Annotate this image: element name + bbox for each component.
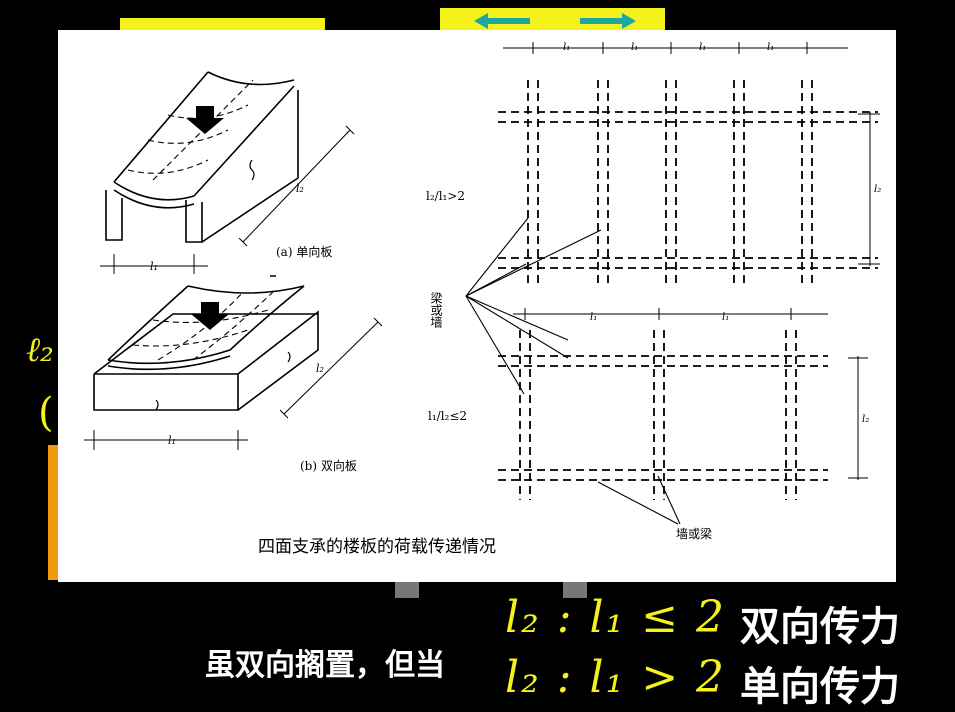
grid-top-l1-1: l₁: [563, 42, 570, 53]
load-arrow-b: [191, 302, 229, 330]
two-way-grid: [498, 330, 828, 500]
ratio-le-label: l₁/l₂≤2: [428, 409, 467, 423]
formula-two-way: l₂ : l₁ ≤ 2: [505, 592, 727, 643]
grid-top-l1-3: l₁: [699, 42, 706, 53]
grid-bottom-l1-1: l₁: [590, 312, 597, 323]
two-way-slab-drawing: [84, 285, 383, 450]
grid-top-l1-4: l₁: [767, 42, 774, 53]
double-arrow-icon: [474, 13, 636, 29]
dim-l1-a: l₁: [150, 260, 158, 273]
bottom-statement: 虽双向搁置，但当: [205, 648, 445, 683]
figure-caption: 四面支承的楼板的荷载传递情况: [258, 537, 496, 557]
dim-l2-b: l₂: [316, 362, 324, 375]
gray-stub-2: [563, 582, 587, 598]
dim-l1-b: l₁: [168, 434, 176, 447]
gray-stub-1: [395, 582, 419, 598]
result-two-way: 双向传力: [740, 604, 900, 650]
result-one-way: 单向传力: [740, 664, 900, 710]
two-way-grid-dims: [513, 308, 868, 480]
figure-panel: (a) 单向板 l₁ l₂: [58, 30, 896, 582]
dim-l2-a: l₂: [296, 182, 304, 195]
load-arrow-a: [186, 106, 224, 134]
one-way-grid-dims: [503, 42, 880, 266]
ratio-gt-label: l₂/l₁>2: [426, 189, 465, 203]
label-a: (a) 单向板: [276, 244, 332, 259]
grid-bottom-l2: l₂: [862, 414, 869, 425]
label-b: (b) 双向板: [300, 458, 357, 473]
yellow-italic-fragment: ℓ₂: [26, 330, 54, 370]
leader-lines: [465, 217, 681, 525]
beam-wall-label: 梁或墙: [429, 291, 443, 329]
one-way-grid: [498, 80, 878, 288]
one-way-slab-drawing: [100, 71, 355, 274]
wall-beam-label: 墙或梁: [676, 526, 712, 541]
grid-top-l1-2: l₁: [631, 42, 638, 53]
grid-bottom-l1-2: l₁: [722, 312, 729, 323]
formula-one-way: l₂ : l₁ > 2: [505, 652, 727, 703]
grid-top-l2: l₂: [874, 184, 881, 195]
load-transfer-diagram: (a) 单向板 l₁ l₂: [84, 42, 881, 541]
yellow-paren-fragment: (: [38, 390, 54, 436]
orange-bar-left: [48, 445, 60, 580]
